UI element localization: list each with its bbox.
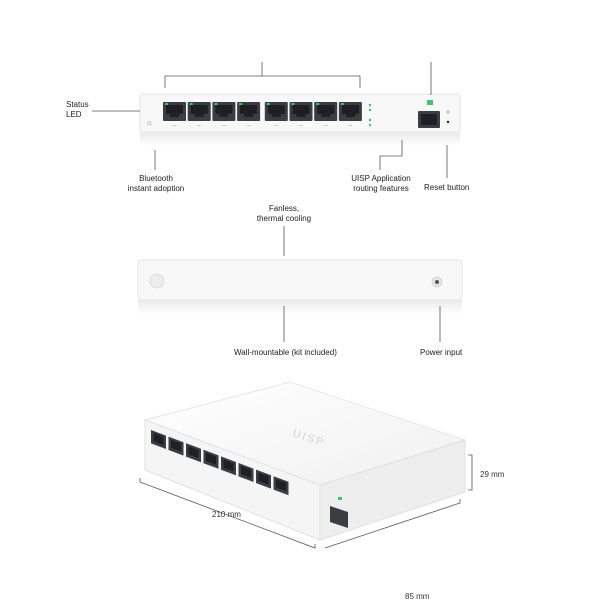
- power-jack-pin-icon: [435, 280, 439, 284]
- port-led-icon: [239, 103, 243, 105]
- rear-device: [137, 259, 463, 314]
- port-led-icon: [165, 103, 168, 105]
- port-led-icon: [214, 103, 218, 105]
- iso-sfp-port: [330, 506, 348, 528]
- rear-logo-icon: [149, 273, 165, 289]
- rj45-port-socket: [166, 105, 183, 117]
- led-icon: [368, 123, 372, 127]
- iso-rj45-socket: [223, 459, 234, 472]
- port-number-mark: [221, 125, 226, 126]
- led-icon: [368, 108, 372, 112]
- front-port-group: [163, 102, 362, 126]
- reset-button-label: Reset button: [424, 183, 470, 192]
- port-led-icon: [266, 103, 270, 105]
- depth-bracket: [324, 499, 461, 549]
- reset-button-icon: [446, 110, 450, 114]
- rj45-port-socket: [215, 105, 233, 117]
- iso-rj45-socket: [241, 466, 251, 478]
- rear-device-reflection: [138, 300, 462, 314]
- iso-rj45-socket: [276, 479, 286, 492]
- cooling-label: Fanless, thermal cooling: [256, 204, 312, 223]
- rj45-port-socket: [190, 105, 208, 117]
- port-number-mark: [172, 125, 177, 126]
- front-logo-mark: R: [147, 121, 152, 128]
- uisp-app-label: UISP Application routing features: [351, 174, 411, 193]
- depth-dimension-label: 85 mm: [405, 592, 430, 601]
- port-number-mark: [299, 125, 303, 126]
- iso-rj45-socket: [206, 452, 216, 465]
- front-port-leds: [368, 103, 372, 127]
- iso-rj45-socket: [188, 446, 199, 459]
- led-icon: [368, 118, 372, 122]
- wall-mount-label: Wall-mountable (kit included): [234, 348, 337, 357]
- iso-rj45-socket: [171, 439, 181, 452]
- sfp-led-icon: [427, 100, 433, 105]
- status-led-label: Status LED: [66, 100, 89, 119]
- port-led-icon: [316, 103, 320, 105]
- height-dimension-label: 29 mm: [480, 470, 505, 479]
- port-led-icon: [291, 103, 295, 105]
- port-led-icon: [189, 103, 193, 105]
- sfp-status-led-icon: [446, 120, 450, 124]
- ports-bracket: [164, 75, 361, 88]
- port-led-icon: [340, 103, 344, 105]
- power-input-label: Power input: [420, 348, 463, 357]
- front-device-reflection: [140, 132, 460, 146]
- rj45-port-socket: [317, 105, 335, 117]
- rj45-port-socket: [292, 105, 310, 117]
- rj45-port-socket: [341, 105, 359, 117]
- height-bracket: [468, 454, 473, 491]
- led-icon: [368, 103, 372, 107]
- port-number-mark: [246, 125, 251, 126]
- iso-rj45-socket: [153, 433, 164, 445]
- width-bracket: [139, 478, 316, 549]
- rear-device-body: [137, 259, 463, 301]
- iso-side-face: [319, 439, 466, 541]
- iso-port-group: [151, 430, 289, 496]
- rj45-port-socket: [267, 105, 285, 117]
- width-dimension-label: 210 mm: [212, 510, 241, 519]
- iso-sfp-led-icon: [338, 497, 342, 500]
- uisp-app-line: [379, 140, 403, 170]
- iso-rj45-socket: [258, 472, 269, 485]
- front-callout-lines: [92, 62, 448, 178]
- bluetooth-label: Bluetooth instant adoption: [127, 174, 185, 193]
- port-number-mark: [197, 125, 202, 126]
- port-number-mark: [348, 125, 353, 126]
- front-device: R: [139, 93, 461, 146]
- rear-callout-lines: [283, 226, 441, 342]
- port-number-mark: [274, 125, 279, 126]
- sfp-port-inner: [421, 114, 437, 125]
- iso-dimension-lines: [139, 454, 473, 549]
- iso-device: UISP: [143, 381, 467, 541]
- port-number-mark: [323, 125, 328, 126]
- rj45-port-socket: [240, 105, 258, 117]
